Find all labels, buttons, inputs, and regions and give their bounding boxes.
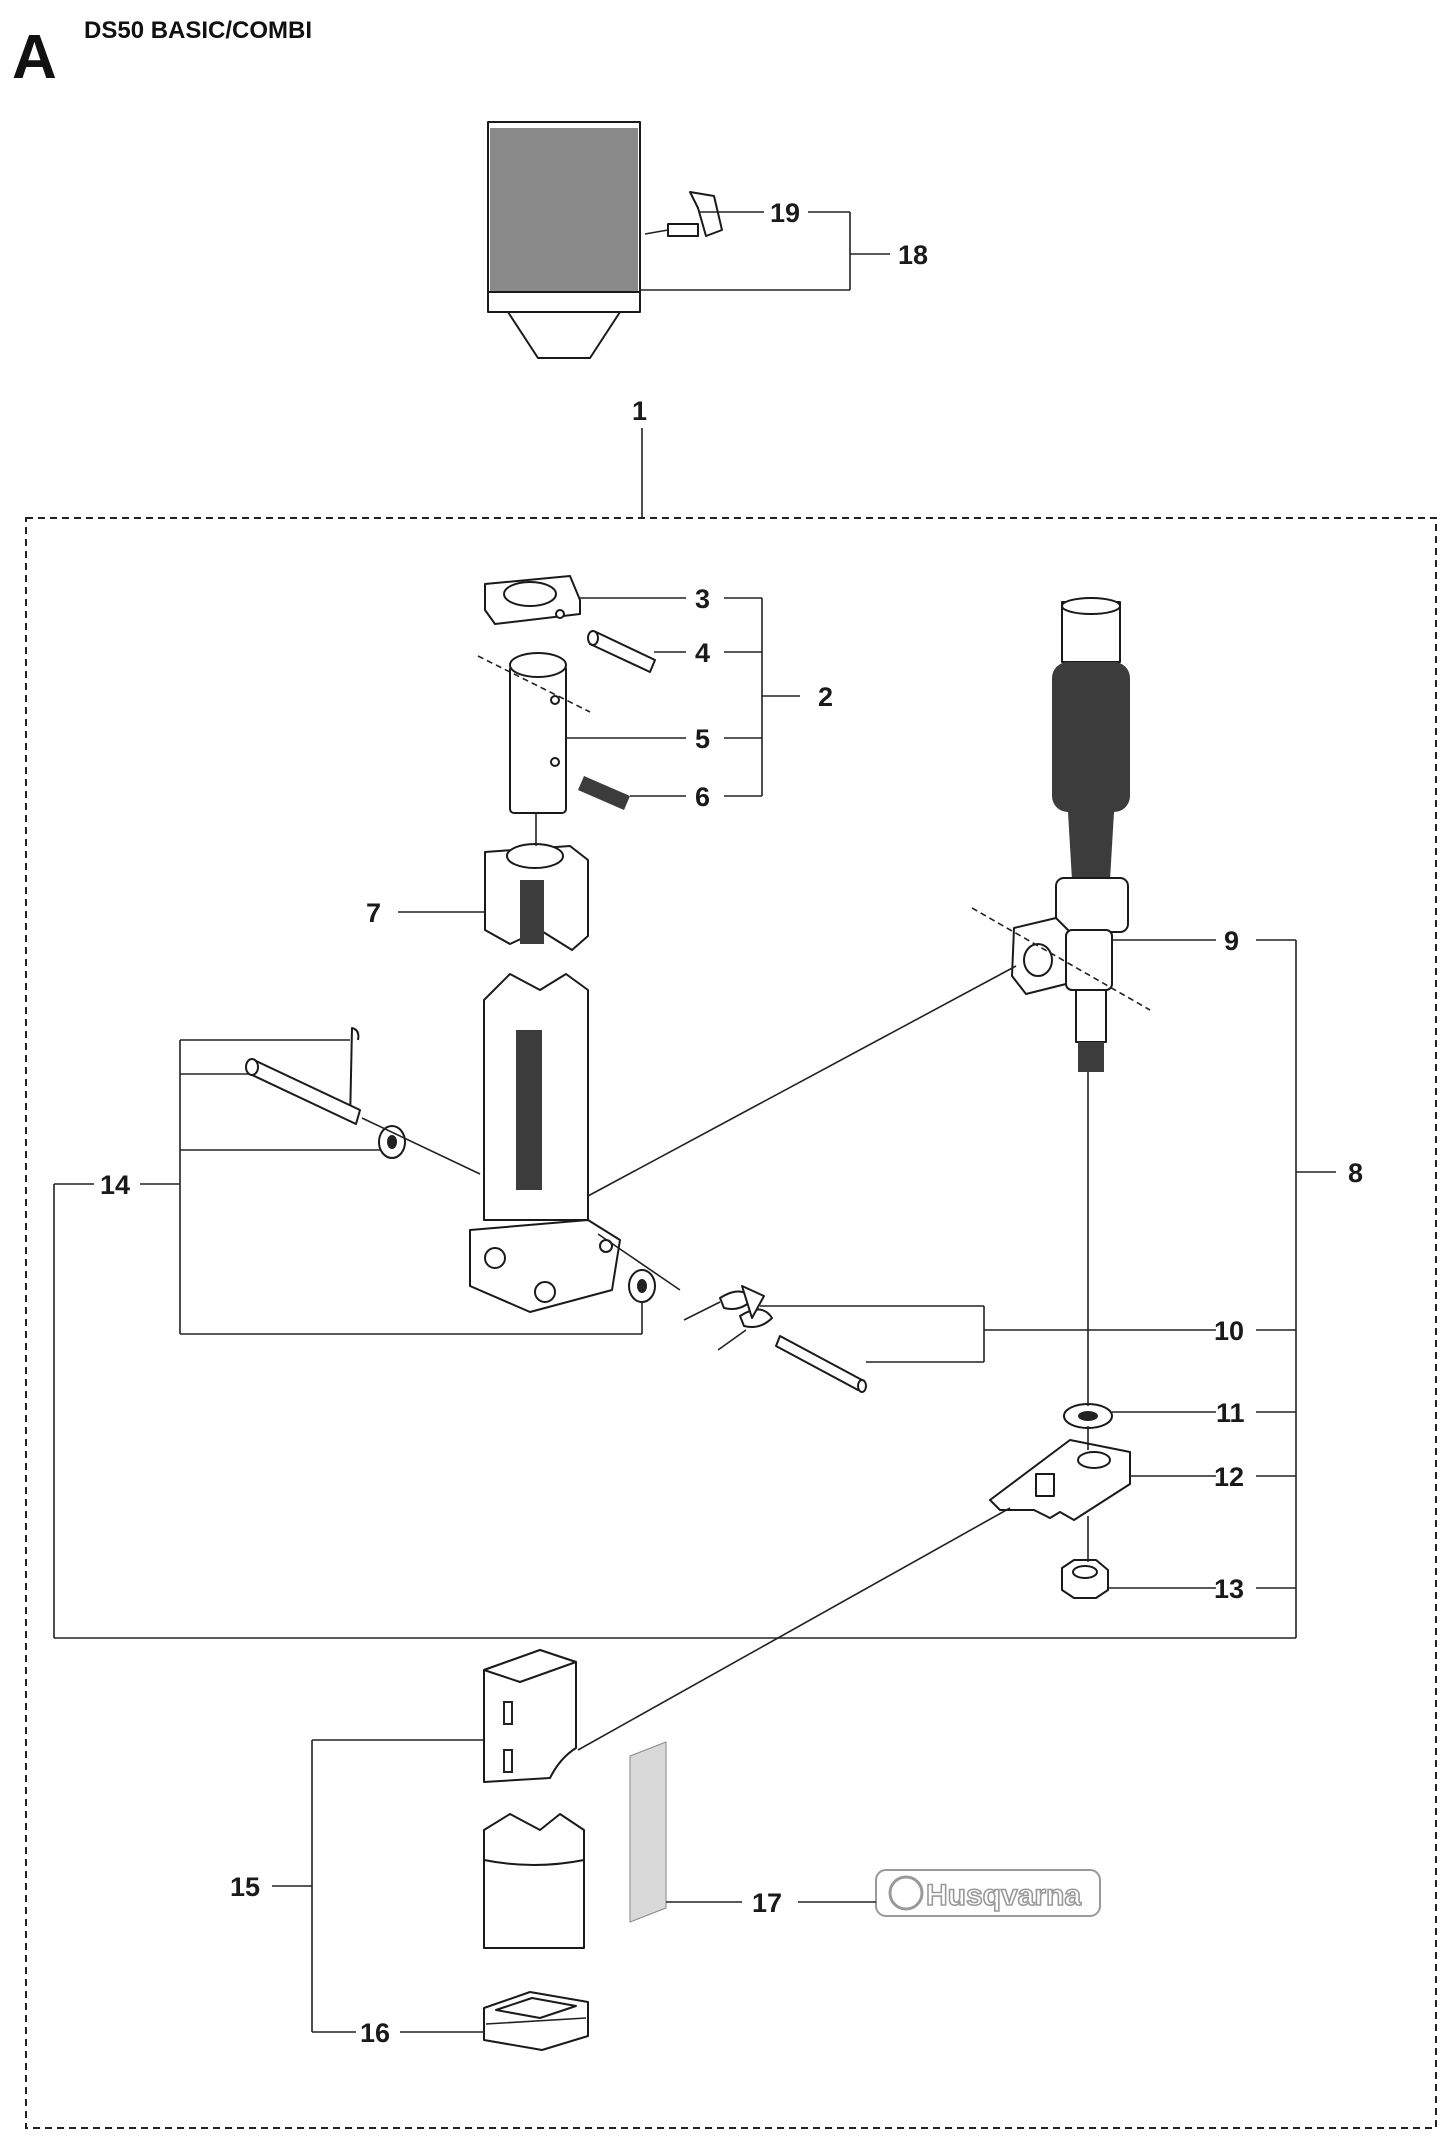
part-16-end-plug: [483, 1991, 589, 2051]
assembly-boundary: [25, 517, 1437, 2129]
part-14-pin-set: [245, 1027, 656, 1303]
callout-13: 13: [1214, 1574, 1244, 1604]
part-18-box: [487, 121, 641, 359]
callout-16: 16: [360, 2018, 390, 2048]
leader-lines: [53, 211, 1336, 2033]
part-17-sticker: [629, 1741, 667, 1923]
callout-17: 17: [752, 1888, 782, 1918]
section-letter: A: [12, 23, 57, 92]
part-7-sleeve: [484, 843, 589, 951]
callout-3: 3: [695, 584, 710, 614]
callout-10: 10: [1214, 1316, 1244, 1346]
callout-12: 12: [1214, 1462, 1244, 1492]
callout-1: 1: [632, 396, 647, 426]
model-title: DS50 BASIC/COMBI: [84, 17, 312, 44]
callout-11: 11: [1216, 1398, 1245, 1428]
part-12-fork-bracket: [989, 1439, 1131, 1521]
part-3-top-block: [484, 575, 581, 625]
part-11-washer: [1063, 1403, 1113, 1429]
callout-6: 6: [695, 782, 710, 812]
part-10-spring-pin: [683, 1285, 867, 1393]
callout-2: 2: [818, 682, 833, 712]
part-6-set-screw: [578, 776, 630, 810]
callout-15: 15: [230, 1872, 260, 1902]
callout-18: 18: [898, 240, 928, 270]
callout-19: 19: [770, 198, 800, 228]
husqvarna-logo: Husqvarna: [875, 1869, 1101, 1917]
main-column: [469, 973, 621, 1313]
part-4-pin: [587, 630, 656, 673]
callout-14: 14: [100, 1170, 130, 1200]
callout-8: 8: [1348, 1158, 1363, 1188]
callout-5: 5: [695, 724, 710, 754]
part-15-tube-set: [483, 1649, 585, 1949]
part-19-wing-screw: [644, 191, 723, 237]
callout-7: 7: [366, 898, 381, 928]
part-9-feed-screw: [971, 597, 1151, 1072]
callout-4: 4: [695, 638, 710, 668]
callout-labels: 1 2 3 4 5 6 7 8 9 10 11 12 13 14 15 16 1…: [100, 198, 1363, 2048]
logo-text: Husqvarna: [926, 1879, 1081, 1912]
callout-9: 9: [1224, 926, 1239, 956]
part-13-nut: [1061, 1559, 1109, 1599]
part-5-tube: [477, 652, 591, 814]
